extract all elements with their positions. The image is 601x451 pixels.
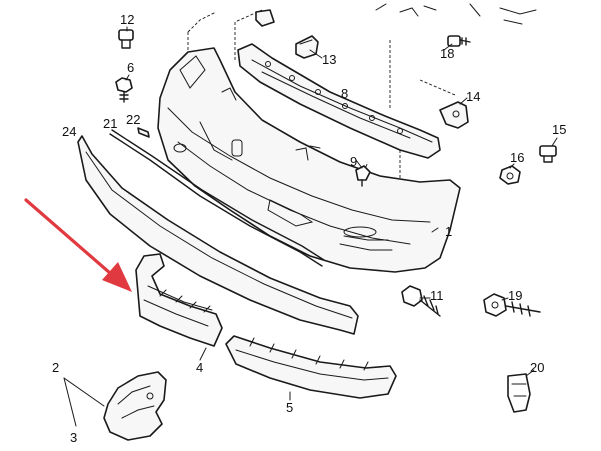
bolt-18 <box>447 35 471 47</box>
callout-21: 21 <box>103 116 117 131</box>
callout-18: 18 <box>440 46 454 61</box>
callout-4: 4 <box>196 360 203 375</box>
reinforcement-beam <box>237 43 441 159</box>
callout-20: 20 <box>530 360 544 375</box>
callout-2: 2 <box>52 360 59 375</box>
callout-22: 22 <box>126 112 140 127</box>
callout-3: 3 <box>70 430 77 445</box>
callout-1: 1 <box>445 224 452 239</box>
mounting-bracket-13 <box>295 35 319 59</box>
thin-strip <box>109 129 325 267</box>
top-hardware-right <box>375 3 537 25</box>
red-pointer-arrow <box>24 198 132 292</box>
bracket-14 <box>439 101 469 129</box>
bolt-19 <box>483 293 541 317</box>
callout-12: 12 <box>120 12 134 27</box>
callout-6: 6 <box>127 60 134 75</box>
callout-24: 24 <box>62 124 76 139</box>
callout-19: 19 <box>508 288 522 303</box>
callout-16: 16 <box>510 150 524 165</box>
callout-8: 8 <box>341 86 348 101</box>
top-clip <box>255 9 275 27</box>
trim-strip <box>77 135 359 335</box>
spoiler-right <box>225 335 397 399</box>
bolt-12 <box>118 29 134 49</box>
callout-labels: 12 6 13 8 18 14 15 16 9 1 24 21 22 11 19… <box>52 12 566 445</box>
leader-lines <box>63 26 558 427</box>
callout-13: 13 <box>322 52 336 67</box>
side-bracket <box>103 371 167 441</box>
screw-9 <box>355 165 371 187</box>
callout-11: 11 <box>430 288 444 303</box>
bolt-11 <box>401 285 441 317</box>
nut-16 <box>499 165 521 185</box>
spoiler-left <box>135 253 223 347</box>
bumper-cover <box>157 47 461 273</box>
bolt-6 <box>115 77 133 103</box>
callout-15: 15 <box>552 122 566 137</box>
clip-22 <box>137 127 150 138</box>
callout-5: 5 <box>286 400 293 415</box>
bolt-15 <box>539 145 557 163</box>
callout-14: 14 <box>466 89 480 104</box>
clip-20 <box>507 373 531 413</box>
callout-9: 9 <box>350 154 357 169</box>
